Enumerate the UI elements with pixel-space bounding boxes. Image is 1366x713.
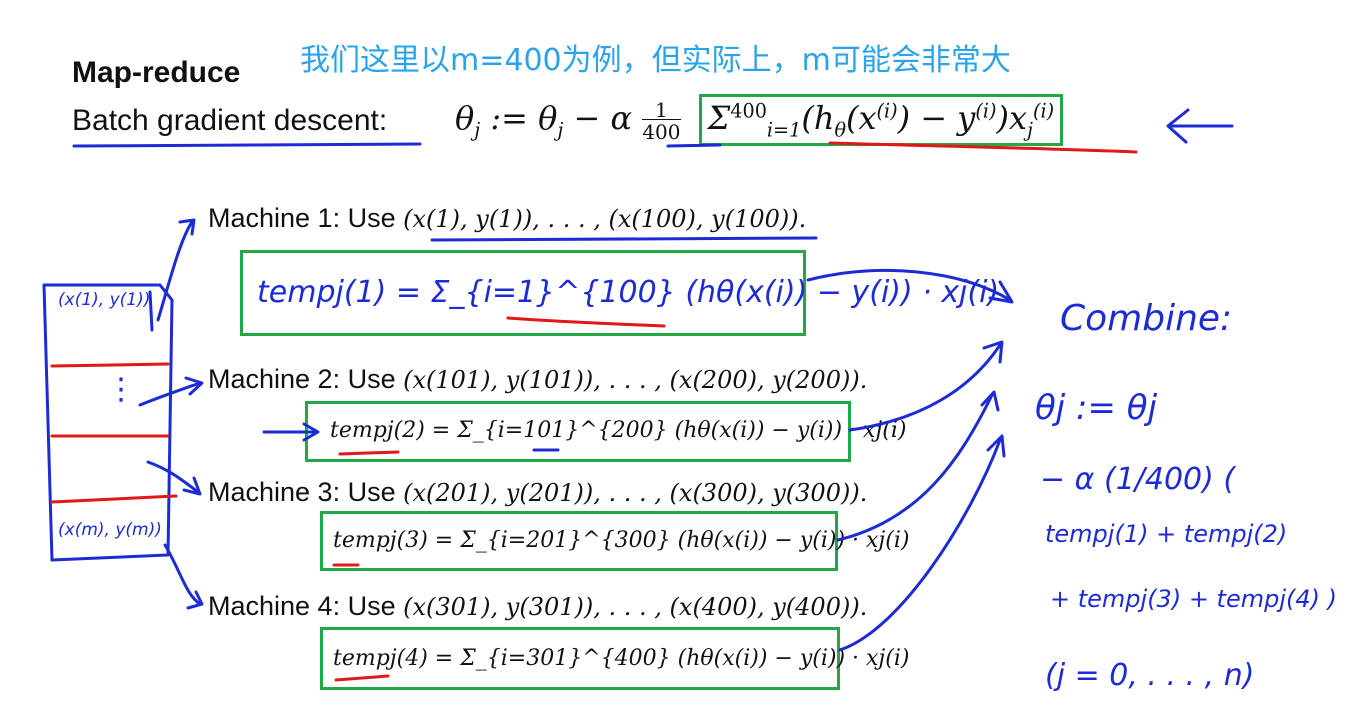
temp-4-red-underline [334, 674, 390, 682]
temp-4-equation: tempj(4) = Σ_{i=301}^{400} (hθ(x(i)) − y… [333, 646, 910, 671]
machine-4-label: Machine 4: Use [208, 591, 396, 621]
arrow-machine-2-icon [138, 376, 204, 407]
slide-title: Map-reduce [72, 56, 241, 89]
machine-3-row: Machine 3: Use (x(201), y(201)), . . . ,… [208, 477, 867, 508]
dataset-last-row: (x(m), y(m)) [58, 520, 162, 540]
dataset-column [42, 283, 174, 562]
machine-1-underline [430, 236, 818, 242]
temp-3-box: tempj(3) = Σ_{i=201}^{300} (hθ(x(i)) − y… [320, 511, 909, 571]
temp-3-equation: tempj(3) = Σ_{i=201}^{300} (hθ(x(i)) − y… [333, 528, 910, 553]
machine-4-range: (x(301), y(301)), . . . , (x(400), y(400… [403, 593, 868, 621]
machine-2-range: (x(101), y(101)), . . . , (x(200), y(200… [403, 366, 868, 394]
fraction-underline [666, 143, 722, 148]
arrow-combine-4-icon [838, 434, 1006, 652]
temp-4-box: tempj(4) = Σ_{i=301}^{400} (hθ(x(i)) − y… [320, 627, 909, 690]
split-line-1 [50, 362, 170, 368]
chinese-note: 我们这里以m=400为例，但实际上，m可能会非常大 [300, 43, 1011, 78]
arrow-machine-4-icon [163, 543, 204, 610]
temp-2-red-underline [338, 450, 400, 456]
machine-2-label: Machine 2: Use [208, 364, 396, 394]
machine-3-label: Machine 3: Use [208, 477, 396, 507]
sum-red-underline [828, 141, 1138, 154]
temp-1-red-underline [506, 316, 666, 328]
combine-line-3: tempj(1) + tempj(2) [1045, 520, 1288, 548]
machine-1-range: (x(1), y(1)), . . . , (x(100), y(100)). [403, 205, 807, 233]
combine-line-5: (j = 0, . . . , n) [1045, 658, 1255, 693]
arrow-machine-1-icon [156, 218, 196, 322]
combine-line-2: − α (1/400) ( [1040, 462, 1236, 497]
combine-line-4: + tempj(3) + tempj(4) ) [1050, 585, 1338, 613]
machine-3-range: (x(201), y(201)), . . . , (x(300), y(300… [403, 479, 868, 507]
temp-2-equation: tempj(2) = Σ_{i=101}^{200} (hθ(x(i)) − y… [330, 418, 907, 443]
arrow-temp-2-icon [262, 422, 320, 442]
left-arrow-icon [1166, 108, 1234, 144]
dataset-dots: ⋮ [106, 372, 136, 407]
temp-1-handwritten: tempj(1) = Σ_{i=1}^{100} (hθ(x(i)) − y(i… [257, 275, 1000, 310]
machine-4-row: Machine 4: Use (x(301), y(301)), . . . ,… [208, 591, 867, 622]
dataset-first-row: (x(1), y(1)) [58, 290, 151, 310]
arrow-combine-2-icon [848, 340, 1004, 432]
arrow-machine-3-icon [146, 460, 202, 496]
machine-1-label: Machine 1: Use [208, 203, 396, 233]
batch-label: Batch gradient descent: [72, 104, 388, 137]
arrow-combine-1-icon [806, 269, 1014, 304]
machine-2-row: Machine 2: Use (x(101), y(101)), . . . ,… [208, 364, 867, 395]
combine-title: Combine: [1060, 298, 1233, 339]
arrow-combine-3-icon [836, 390, 1000, 542]
split-line-3 [50, 494, 178, 504]
machine-1-row: Machine 1: Use (x(1), y(1)), . . . , (x(… [208, 203, 806, 234]
temp-1-box: tempj(1) = Σ_{i=1}^{100} (hθ(x(i)) − y(i… [240, 250, 999, 336]
batch-underline [72, 142, 422, 148]
temp-2-box: tempj(2) = Σ_{i=101}^{200} (hθ(x(i)) − y… [305, 401, 906, 462]
column-inner-right [148, 290, 154, 332]
combine-line-1: θj := θj [1035, 388, 1158, 428]
